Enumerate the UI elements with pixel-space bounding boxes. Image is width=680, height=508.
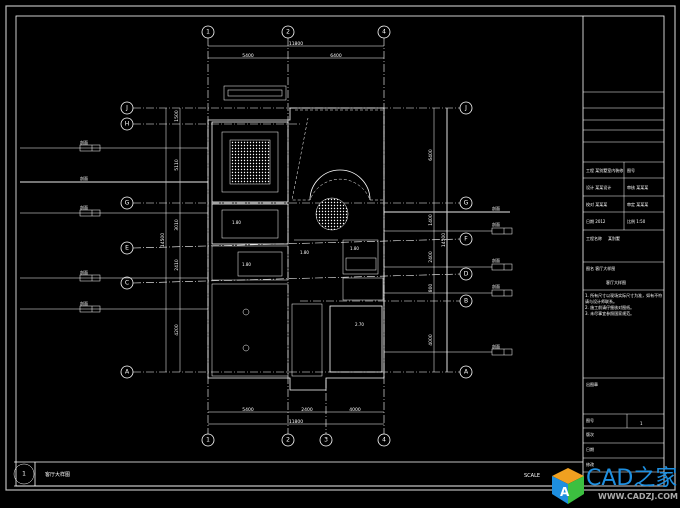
tb-drawing-label: 图名 客厅大样图 <box>586 265 615 271</box>
axis-label: 4 <box>382 437 386 444</box>
scale-label: SCALE <box>524 473 540 479</box>
tb-sheet-label: 图号 <box>586 417 594 423</box>
outer-frame <box>5 5 676 491</box>
axis-label: J <box>125 105 128 112</box>
axis-label: J <box>464 105 467 112</box>
tb-cell: 日期 2012 <box>586 218 606 224</box>
tb-cell: 设计 某某设计 <box>586 184 611 190</box>
dim-right-part: 4000 <box>428 334 434 346</box>
axis-label: 4 <box>382 29 386 36</box>
grid-bubbles-top: 1 2 4 <box>201 25 391 39</box>
room-label: 2.70 <box>355 322 364 327</box>
section-tag-label: 剖面 <box>492 221 500 227</box>
section-tag-label: 剖面 <box>492 283 500 289</box>
tb-note: 1. 所有尺寸以现场实际尺寸为准，如有不符请与设计师联系。 <box>585 293 663 304</box>
dim-left-total: 14500 <box>160 233 166 247</box>
tb-cell: 校对 某某某 <box>586 201 607 207</box>
axis-label: G <box>125 200 130 207</box>
section-tags-left: 剖面 剖面 剖面 剖面 剖面 <box>20 139 208 313</box>
grid-bubbles-bottom: 1 2 3 4 <box>201 433 391 447</box>
tb-cell: 比例 1:50 <box>627 218 646 224</box>
dim-bottom-part: 4000 <box>349 407 361 413</box>
tb-project-label: 工程名称 <box>586 235 602 241</box>
dim-left-part: 3010 <box>174 219 180 231</box>
dimension-lines: 11800 5400 6400 5400 2400 4000 11800 145… <box>160 41 448 425</box>
grid-bubbles-left: J H G E C A <box>120 101 134 379</box>
tb-stamp-label: 出图章 <box>586 381 598 387</box>
dim-top-part: 5400 <box>242 53 254 59</box>
axis-label: H <box>125 121 130 128</box>
room-label: 1.80 <box>300 250 309 255</box>
dim-left-part: 2410 <box>174 259 180 271</box>
room-label: 1.80 <box>350 246 359 251</box>
tb-cell: 工程 某别墅室内装修 <box>586 167 623 173</box>
watermark-url: WWW.CADZJ.COM <box>598 492 679 501</box>
axis-label: 3 <box>324 437 328 444</box>
section-tag-label: 剖面 <box>80 175 88 181</box>
tb-cell: 图号 <box>627 167 635 173</box>
drawing-title-strip: 1 客厅大样图 SCALE <box>13 461 583 487</box>
dim-right-total: 14500 <box>441 233 447 247</box>
dim-right-part: 6400 <box>428 149 434 161</box>
inner-frame <box>15 15 665 487</box>
drawing-title: 客厅大样图 <box>45 471 70 478</box>
dim-right-part: 2400 <box>428 251 434 263</box>
section-tag-label: 剖面 <box>492 205 500 211</box>
axis-label: C <box>125 280 129 287</box>
tb-bottom-row: 版次 <box>586 431 594 437</box>
dim-right-part: 1400 <box>428 214 434 226</box>
axis-label: 2 <box>286 29 290 36</box>
dim-left-part: 4200 <box>174 324 180 336</box>
room-label: 1.80 <box>232 220 241 225</box>
dim-top-part: 6400 <box>330 53 342 59</box>
section-tags-right: 剖面 剖面 剖面 剖面 剖面 <box>384 205 513 356</box>
axis-label: 2 <box>286 437 290 444</box>
tb-note: 2. 施工前请仔细核对图纸。 <box>585 305 635 310</box>
section-tag-label: 剖面 <box>492 257 500 263</box>
axis-label: F <box>464 236 468 243</box>
axis-label: B <box>464 298 468 305</box>
axis-label: A <box>464 369 469 376</box>
axis-label: E <box>125 245 129 252</box>
section-tag-label: 剖面 <box>492 343 500 349</box>
sheet-number: 1 <box>22 471 26 478</box>
section-tag-label: 剖面 <box>80 204 88 210</box>
dim-right-part: 800 <box>428 284 434 293</box>
title-block: 工程 某别墅室内装修 图号 设计 某某设计 审核 某某某 校对 某某某 审定 某… <box>583 91 664 473</box>
tb-bottom-row: 修改 <box>586 461 594 467</box>
grid-lines <box>132 38 461 434</box>
tb-cell: 审定 某某某 <box>627 201 648 207</box>
tb-note: 3. 未尽事宜参照国家规范。 <box>585 311 635 316</box>
dim-left-part: 1500 <box>174 110 180 122</box>
axis-label: D <box>464 271 469 278</box>
axis-label: 1 <box>206 29 210 36</box>
axis-label: A <box>125 369 130 376</box>
svg-text:A: A <box>560 485 570 499</box>
axis-label: 1 <box>206 437 210 444</box>
room-label: 1.80 <box>242 262 251 267</box>
watermark-brand: CAD之家 <box>586 466 678 491</box>
tb-project-value: 某别墅 <box>608 235 620 241</box>
sheet-number-circle <box>13 463 35 485</box>
grid-bubbles-right: J G F D B A <box>459 101 473 379</box>
section-tag-label: 剖面 <box>80 139 88 145</box>
dim-bottom-total: 11800 <box>289 419 303 425</box>
dim-left-part: 5110 <box>174 159 180 171</box>
section-tag-label: 剖面 <box>80 269 88 275</box>
building-plan: 1.80 1.80 2.70 1.80 1.80 <box>207 85 385 391</box>
dim-bottom-part: 2400 <box>301 407 313 413</box>
dim-bottom-part: 5400 <box>242 407 254 413</box>
cad-logo-cube-icon: A <box>552 468 584 504</box>
tb-drawing-value: 客厅大样图 <box>606 279 626 285</box>
dim-top-total: 11800 <box>289 41 303 47</box>
tb-sheet-value: 1 <box>640 421 643 426</box>
tb-bottom-row: 日期 <box>586 446 594 452</box>
section-tag-label: 剖面 <box>80 300 88 306</box>
axis-label: G <box>464 200 469 207</box>
tb-cell: 审核 某某某 <box>627 184 648 190</box>
